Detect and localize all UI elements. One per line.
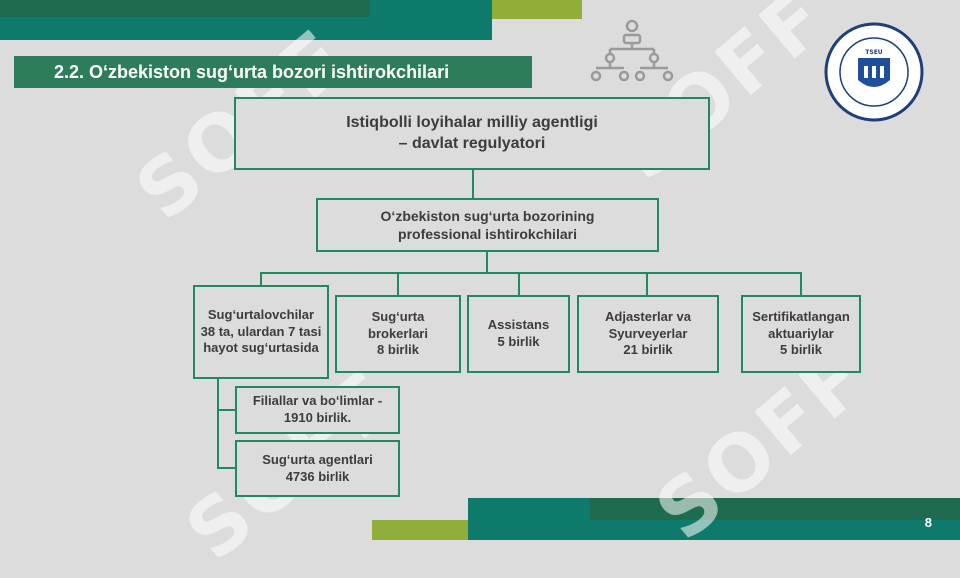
logo-top-text: TSEU xyxy=(865,49,883,56)
category-box-insurers: Sug‘urtalovchilar 38 ta, ulardan 7 tasi … xyxy=(193,285,329,379)
top-band-dark xyxy=(0,0,370,17)
university-seal-logo: TSEU xyxy=(824,22,924,122)
connector-sub-1 xyxy=(217,409,235,411)
page-title: 2.2. O‘zbekiston sug‘urta bozori ishtiro… xyxy=(14,56,532,88)
bottom-band-dark xyxy=(590,498,960,520)
connector-sub-vertical xyxy=(217,378,219,468)
category-label: Sug‘urtalovchilar 38 ta, ulardan 7 tasi … xyxy=(200,306,322,356)
category-box-brokers: Sug‘urta brokerlari 8 birlik xyxy=(335,295,461,373)
top-band-olive xyxy=(492,0,582,19)
bottom-band-olive xyxy=(372,520,468,540)
sub-item-label: Sug‘urta agentlari 4736 birlik xyxy=(262,451,373,484)
regulator-box: Istiqbolli loyihalar milliy agentligi – … xyxy=(234,97,710,170)
regulator-label: Istiqbolli loyihalar milliy agentligi – … xyxy=(346,113,598,152)
hierarchy-icon xyxy=(590,19,674,82)
connector-horizontal xyxy=(260,272,802,274)
connector-drop-3 xyxy=(518,272,520,296)
connector-drop-5 xyxy=(800,272,802,296)
connector-participants-down xyxy=(486,250,488,272)
page-number: 8 xyxy=(924,515,932,530)
connector-drop-4 xyxy=(646,272,648,296)
sub-item-label: Filiallar va bo‘limlar - 1910 birlik. xyxy=(252,393,383,425)
category-box-assistance: Assistans 5 birlik xyxy=(467,295,570,373)
connector-regulator-down xyxy=(472,169,474,199)
category-box-adjusters: Adjasterlar va Syurveyerlar 21 birlik xyxy=(577,295,719,373)
sub-box-branches: Filiallar va bo‘limlar - 1910 birlik. xyxy=(235,386,400,434)
connector-sub-2 xyxy=(217,467,235,469)
category-label: Sug‘urta brokerlari 8 birlik xyxy=(368,308,428,358)
category-label: Assistans 5 birlik xyxy=(487,317,550,349)
participants-label: O‘zbekiston sug‘urta bozorining professi… xyxy=(380,207,595,242)
connector-drop-1 xyxy=(260,272,262,286)
sub-box-agents: Sug‘urta agentlari 4736 birlik xyxy=(235,440,400,497)
category-box-actuaries: Sertifikatlangan aktuariylar 5 birlik xyxy=(741,295,861,373)
participants-box: O‘zbekiston sug‘urta bozorining professi… xyxy=(316,198,659,252)
category-label: Sertifikatlangan aktuariylar 5 birlik xyxy=(752,308,850,358)
category-label: Adjasterlar va Syurveyerlar 21 birlik xyxy=(605,308,691,358)
connector-drop-2 xyxy=(397,272,399,296)
